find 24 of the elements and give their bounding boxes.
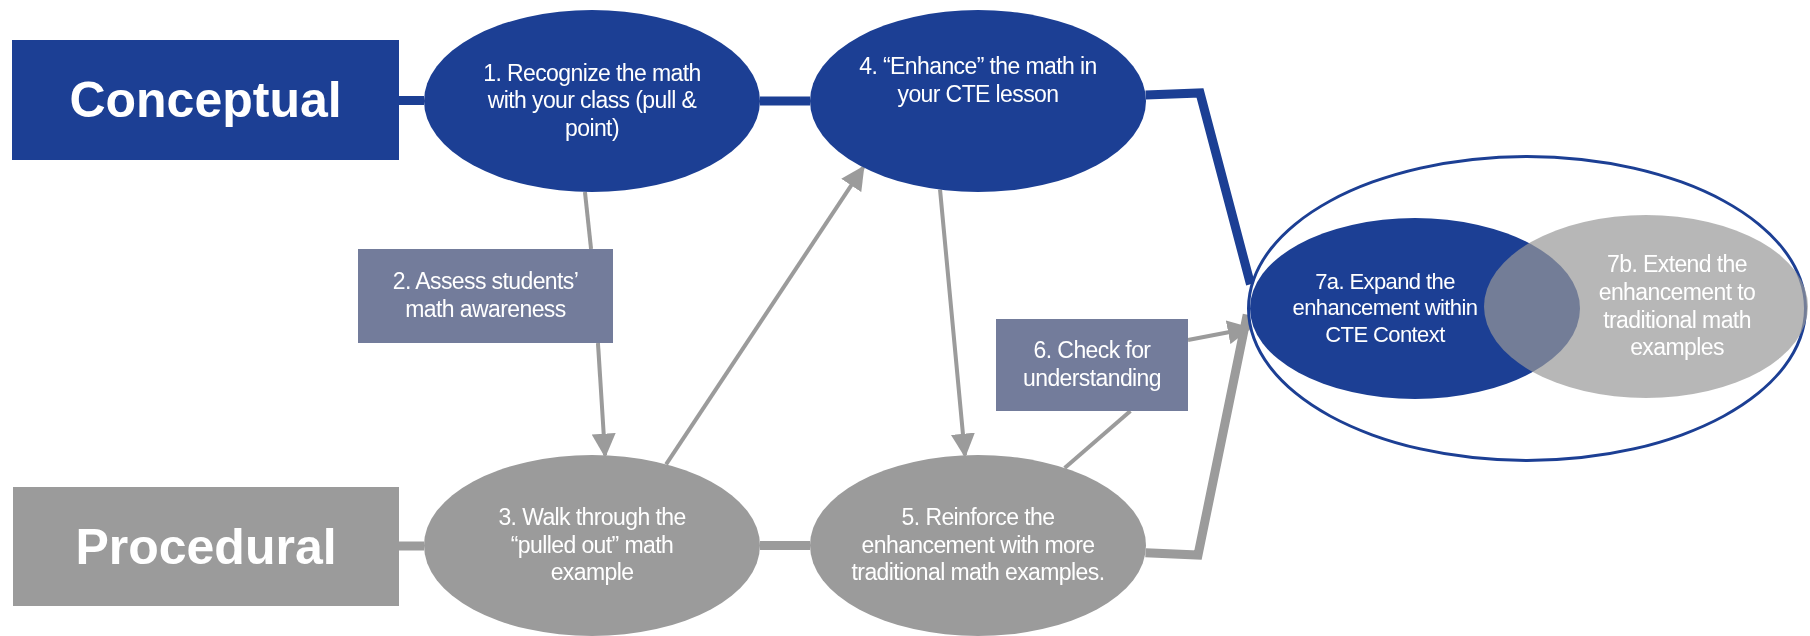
- arrow: [664, 165, 865, 466]
- category-label: Conceptual: [69, 71, 342, 130]
- category-box: [13, 487, 399, 606]
- step-label: 3. Walk through the “pulled out” math example: [497, 504, 687, 587]
- connector-line: [582, 191, 594, 250]
- category-label: Procedural: [75, 517, 337, 577]
- arrow: [938, 189, 975, 458]
- step-label: 1. Recognize the math with your class (pull & point): [482, 59, 702, 143]
- step-box: [996, 319, 1188, 411]
- connector-line: [760, 96, 810, 106]
- connector-line: [1063, 409, 1132, 470]
- step-label: 7b. Extend the enhancement to traditional math examples: [1597, 251, 1757, 362]
- connector-line: [399, 541, 424, 551]
- connector-line: [760, 541, 810, 550]
- step-label: 6. Check for understanding: [1022, 337, 1162, 393]
- category-box: [12, 40, 399, 160]
- step-label: 5. Reinforce the enhancement with more traditional math examples.: [850, 504, 1106, 587]
- step-box: [358, 249, 613, 343]
- step-label: 2. Assess students’ math awareness: [391, 268, 580, 324]
- arrow: [591, 342, 616, 458]
- step-label: 7a. Expand the enhancement within CTE Context: [1291, 268, 1479, 349]
- connector-line: [399, 96, 424, 106]
- connector-line: [1145, 88, 1255, 286]
- step-label: 4. “Enhance” the math in your CTE lesson: [858, 53, 1098, 109]
